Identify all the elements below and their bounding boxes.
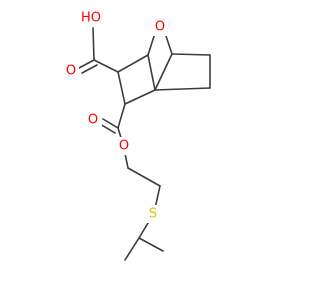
bond-ch-methyl1 [138, 237, 164, 252]
atom-label-layer: HO O O O O S [62, 9, 169, 223]
bond-ch-methyl2 [124, 237, 140, 261]
ester-oxygen-label: O [119, 139, 129, 154]
bond-cester-o-double-a [102, 118, 119, 129]
bond-layer [78, 27, 211, 261]
ester-carbonyl-oxygen-label: O [88, 113, 98, 128]
acid-carbonyl-oxygen-label-mask [62, 62, 79, 80]
bond-c2-cacid [93, 59, 119, 73]
acid-carbonyl-oxygen-label: O [66, 64, 76, 79]
bond-c3-c6 [124, 89, 156, 105]
bond-ch2a-ch2b [127, 167, 161, 187]
bond-c4-c6 [154, 53, 173, 91]
bond-c2-c3 [117, 71, 126, 105]
bridge-oxygen-label-mask [152, 18, 169, 36]
hydroxyl-label-mask [75, 9, 107, 27]
ester-carbonyl-oxygen-label-mask [85, 111, 102, 129]
sulfur-label: S [149, 207, 157, 222]
bond-c4-c5 [171, 53, 211, 56]
hydroxyl-label: HO [81, 11, 101, 26]
ester-oxygen-label-mask [116, 137, 133, 155]
bond-cacid-o-double-b [81, 64, 98, 74]
bond-cacid-o-double-a [78, 59, 95, 69]
bond-c1-c6 [147, 54, 156, 91]
bond-c3-cester [117, 103, 126, 129]
bond-cacid-oh [92, 27, 95, 61]
bond-cester-o-double-b [99, 123, 116, 134]
molecule-structure-drawing: HO O O O O S [62, 9, 211, 261]
bridge-oxygen-label: O [155, 20, 165, 35]
bond-c2-c1 [117, 54, 149, 73]
sulfur-label-mask [144, 205, 162, 223]
bond-c7-c6 [154, 87, 211, 91]
